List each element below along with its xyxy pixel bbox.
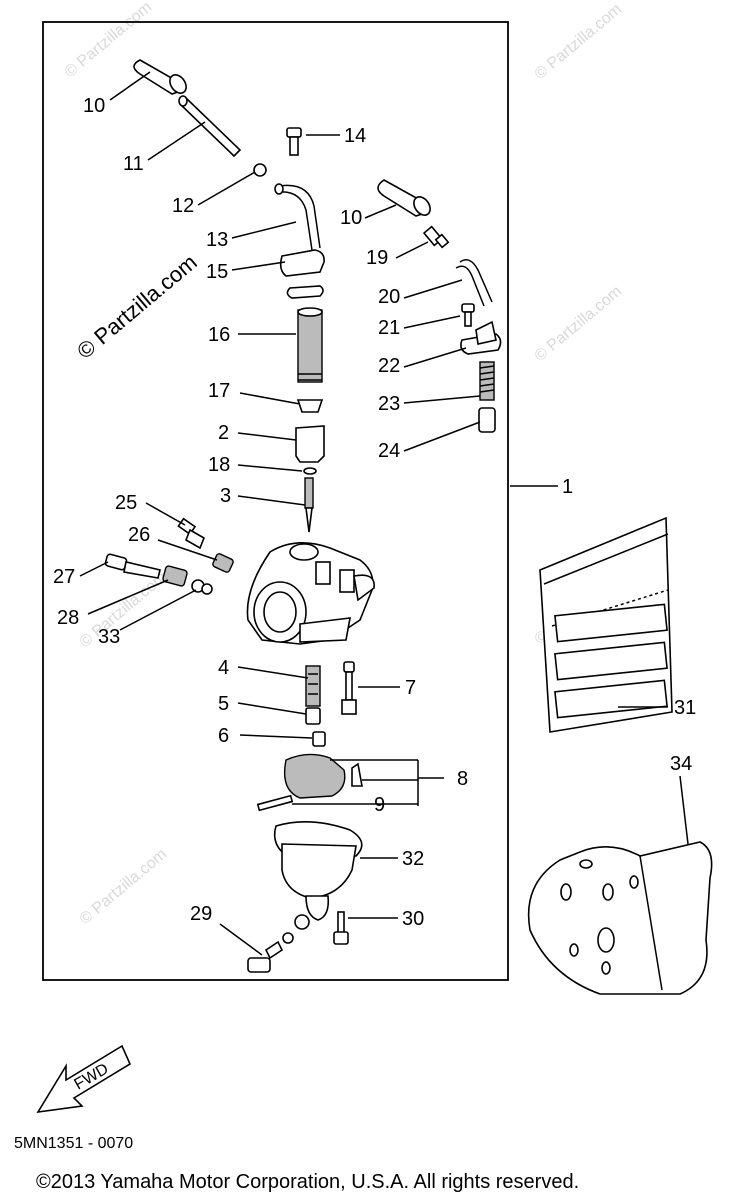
callout-31: 31	[674, 697, 696, 719]
part-31-gasket-kit	[539, 516, 673, 733]
part-30-screw	[333, 911, 349, 945]
part-14-screw	[286, 127, 302, 156]
part-3-needle	[304, 477, 314, 533]
part-33-washer	[191, 579, 213, 595]
callout-26: 26	[128, 524, 150, 546]
part-7-screw	[341, 661, 357, 715]
watermark: © Partzilla.com	[77, 569, 171, 651]
watermark: © Partzilla.com	[532, 283, 626, 365]
callout-12: 12	[172, 195, 194, 217]
callout-15: 15	[206, 261, 228, 283]
callout-14: 14	[344, 125, 366, 147]
part-5-jet	[305, 707, 321, 725]
callout-10: 10	[83, 95, 105, 117]
callout-7: 7	[405, 677, 416, 699]
callout-17: 17	[208, 380, 230, 402]
part-28-spring	[162, 565, 188, 587]
callout-3: 3	[220, 485, 231, 507]
part-20-hose	[455, 259, 493, 307]
part-18-clip	[303, 467, 317, 475]
assembly-frame	[42, 21, 509, 981]
callout-8: 8	[457, 768, 468, 790]
callout-20: 20	[378, 286, 400, 308]
part-17-seat	[296, 399, 324, 413]
callout-30: 30	[402, 908, 424, 930]
watermark: © Partzilla.com	[532, 1, 626, 83]
callout-18: 18	[208, 454, 230, 476]
part-11-tube	[178, 95, 242, 158]
callout-33: 33	[98, 626, 120, 648]
part-32-float-bowl	[273, 821, 363, 921]
callout-labels: 10 11 12 13 14 15 10 19 20 21 16 22 17 2…	[53, 95, 696, 930]
copyright-notice: ©2013 Yamaha Motor Corporation, U.S.A. A…	[36, 1171, 579, 1193]
callout-1: 1	[562, 476, 573, 498]
part-23-spring	[479, 361, 495, 401]
part-13-elbow-pipe	[274, 183, 321, 259]
part-24-cap	[478, 407, 496, 433]
callout-27: 27	[53, 566, 75, 588]
part-10-cap-right	[377, 179, 431, 217]
part-16-slide	[297, 307, 323, 383]
callout-9: 9	[374, 794, 385, 816]
callout-19: 19	[366, 247, 388, 269]
part-26-spring	[212, 553, 234, 573]
callout-25: 25	[115, 492, 137, 514]
part-8-float	[283, 753, 363, 799]
part-6-pilot-jet	[312, 731, 326, 747]
callout-21: 21	[378, 317, 400, 339]
part-15-cover	[279, 249, 325, 299]
part-19-fitting	[422, 225, 450, 249]
callout-2: 2	[218, 422, 229, 444]
part-27-screw	[104, 553, 161, 579]
callout-29: 29	[190, 903, 212, 925]
callout-6: 6	[218, 725, 229, 747]
callout-28: 28	[57, 607, 79, 629]
part-21-screw	[461, 303, 475, 327]
part-12-nut	[253, 163, 267, 177]
callout-10: 10	[340, 207, 362, 229]
part-10-cap-top	[133, 59, 187, 95]
callout-32: 32	[402, 848, 424, 870]
part-22-bracket	[460, 320, 502, 355]
diagram-code: 5MN1351 - 0070	[14, 1135, 133, 1152]
callout-13: 13	[206, 229, 228, 251]
callout-34: 34	[670, 753, 692, 775]
part-4-jet-holder	[305, 665, 321, 707]
callout-11: 11	[123, 153, 144, 175]
leader-lines	[79, 71, 689, 956]
carburetor-body	[246, 542, 375, 645]
part-34-cover	[527, 841, 713, 995]
callout-4: 4	[218, 657, 229, 679]
callout-24: 24	[378, 440, 400, 462]
fwd-arrow: FWD	[36, 1044, 132, 1114]
part-2-throttle-valve	[295, 425, 325, 463]
watermark-main: © Partzilla.com	[72, 249, 202, 363]
part-9-pin	[256, 794, 294, 812]
callout-23: 23	[378, 393, 400, 415]
part-29-drain-screw	[247, 914, 310, 973]
callout-16: 16	[208, 324, 230, 346]
callout-22: 22	[378, 355, 400, 377]
watermark: © Partzilla.com	[77, 846, 171, 928]
callout-5: 5	[218, 693, 229, 715]
